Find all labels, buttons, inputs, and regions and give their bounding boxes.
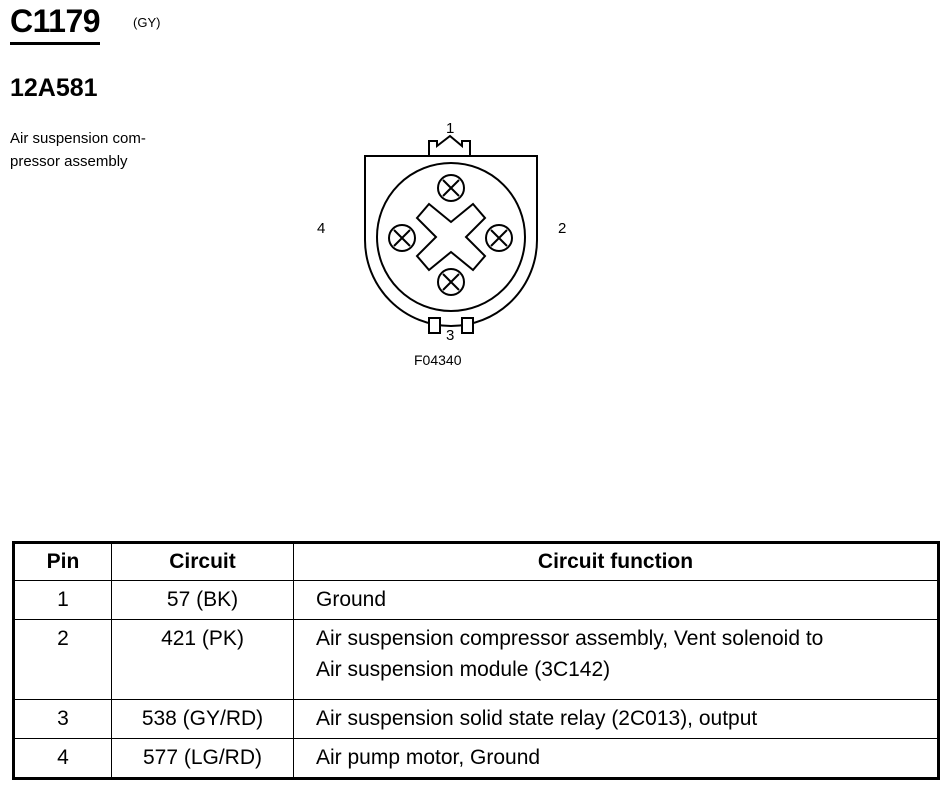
- color-code: (GY): [133, 15, 161, 30]
- cell-circuit: 421 (PK): [111, 619, 294, 700]
- header-circuit-function: Circuit function: [293, 542, 939, 581]
- pinout-table: Pin Circuit Circuit function 1 57 (BK) G…: [12, 541, 940, 780]
- cell-pin: 4: [13, 738, 112, 779]
- center-key: [415, 202, 487, 272]
- cell-circuit-function: Air pump motor, Ground: [293, 738, 939, 779]
- cell-pin: 2: [13, 619, 112, 700]
- cell-circuit: 57 (BK): [111, 580, 294, 620]
- description-line-1: Air suspension com-: [10, 130, 146, 147]
- component-description: Air suspension com- pressor assembly: [10, 127, 200, 173]
- cell-circuit: 538 (GY/RD): [111, 699, 294, 739]
- table-row: 4 577 (LG/RD) Air pump motor, Ground: [13, 738, 939, 779]
- table-row: 1 57 (BK) Ground: [13, 580, 939, 620]
- table-row: 2 421 (PK) Air suspension compressor ass…: [13, 619, 939, 700]
- cell-circuit-function: Ground: [293, 580, 939, 620]
- function-line: Ground: [316, 588, 387, 611]
- function-line: Air suspension solid state relay (2C013)…: [316, 707, 758, 730]
- pin-label-1: 1: [446, 120, 455, 137]
- pin-label-2: 2: [558, 220, 567, 237]
- header-circuit: Circuit: [111, 542, 294, 581]
- top-latch: [428, 134, 471, 156]
- description-line-2: pressor assembly: [10, 153, 128, 170]
- figure-id: F04340: [414, 352, 462, 368]
- pin-label-4: 4: [317, 220, 326, 237]
- bottom-tab-left: [428, 317, 441, 334]
- cell-circuit: 577 (LG/RD): [111, 738, 294, 779]
- cell-circuit-function: Air suspension solid state relay (2C013)…: [293, 699, 939, 739]
- table-row: 3 538 (GY/RD) Air suspension solid state…: [13, 699, 939, 739]
- function-line: Air pump motor, Ground: [316, 746, 541, 769]
- bottom-tab-right: [461, 317, 474, 334]
- pin-label-3: 3: [446, 327, 455, 344]
- cell-pin: 3: [13, 699, 112, 739]
- function-line: Air suspension module (3C142): [316, 658, 611, 681]
- connector-face-diagram: [364, 134, 538, 334]
- table-header-row: Pin Circuit Circuit function: [13, 542, 939, 581]
- cell-circuit-function: Air suspension compressor assembly, Vent…: [293, 619, 939, 700]
- header-pin: Pin: [13, 542, 112, 581]
- function-line: Air suspension compressor assembly, Vent…: [316, 627, 824, 650]
- part-number: 12A581: [10, 74, 98, 102]
- connector-id: C1179: [10, 2, 101, 45]
- cell-pin: 1: [13, 580, 112, 620]
